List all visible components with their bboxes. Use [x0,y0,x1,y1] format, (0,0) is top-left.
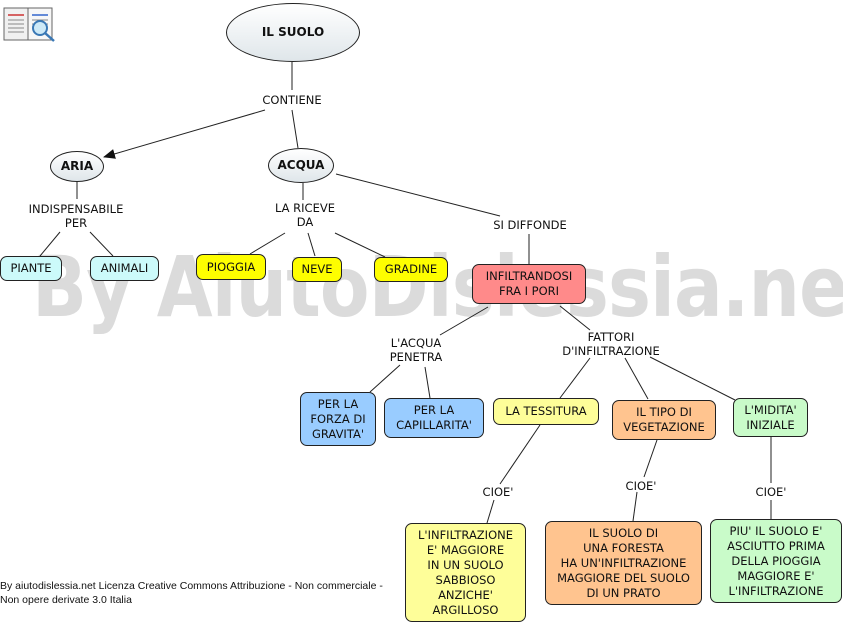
line-infiltr-penetra [439,306,489,336]
node-acqua: ACQUA [268,148,334,183]
node-neve: NEVE [292,257,342,282]
watermark: By AiutoDislessia.net [32,238,843,336]
link-label-cioe-1: CIOE' [482,485,514,499]
node-pioggia: PIOGGIA [196,254,266,280]
line-fattori-vegetazione [624,357,649,400]
line-penetra-capill [424,366,431,399]
link-label-fattori-infiltrazione: FATTORI D'INFILTRAZIONE [562,330,660,358]
line-riceve-pioggia [249,232,286,255]
line-fattori-umidita [649,356,736,401]
line-fattori-tessitura [559,357,591,399]
license-text: By aiutodislessia.net Licenza Creative C… [0,580,383,606]
link-label-cioe-3: CIOE' [755,485,787,499]
line-contiene-aria [103,109,266,159]
link-label-indispensabile-per: INDISPENSABILE PER [28,202,124,230]
node-suolo-asciutto: PIU' IL SUOLO E' ASCIUTTO PRIMA DELLA PI… [710,519,842,603]
line-cioe-sabbioso [486,499,495,524]
link-label-acqua-penetra: L'ACQUA PENETRA [389,336,443,364]
node-aria: ARIA [50,151,104,182]
line-tessitura-cioe [499,424,541,485]
line-acqua-diffonde [335,173,501,217]
node-il-tipo-di-vegetazione: IL TIPO DI VEGETAZIONE [612,400,716,440]
node-la-tessitura: LA TESSITURA [493,398,599,425]
line-penetra-gravita [369,364,401,393]
line-indisp-animali [89,231,114,257]
node-piante: PIANTE [0,256,62,281]
line-cioe-foresta [632,491,638,522]
node-suolo-foresta: IL SUOLO DI UNA FORESTA HA UN'INFILTRAZI… [545,521,702,605]
line-contiene-acqua [291,109,299,149]
line-indisp-piante [39,231,61,257]
node-animali: ANIMALI [90,256,159,281]
book-logo-icon [3,7,55,42]
node-gradine: GRADINE [374,257,448,282]
line-veg-cioe [643,439,658,478]
node-umidita-iniziale: L'MIDITA' INIZIALE [733,398,808,437]
node-per-la-forza-di-gravita: PER LA FORZA DI GRAVITA' [300,392,376,446]
link-label-cioe-2: CIOE' [625,479,657,493]
line-riceve-gradine [334,232,386,258]
node-infiltrandosi: INFILTRANDOSI FRA I PORI [472,264,586,304]
line-infiltr-fattori [559,305,591,331]
link-label-la-riceve-da: LA RICEVE DA [274,201,335,229]
link-label-si-diffonde: SI DIFFONDE [493,218,567,232]
node-il-suolo: IL SUOLO [226,3,360,62]
node-per-la-capillarita: PER LA CAPILLARITA' [384,398,484,438]
line-riceve-neve [307,232,316,257]
link-label-contiene: CONTIENE [262,93,322,107]
node-infiltrazione-sabbioso: L'INFILTRAZIONE E' MAGGIORE IN UN SUOLO … [405,523,526,622]
